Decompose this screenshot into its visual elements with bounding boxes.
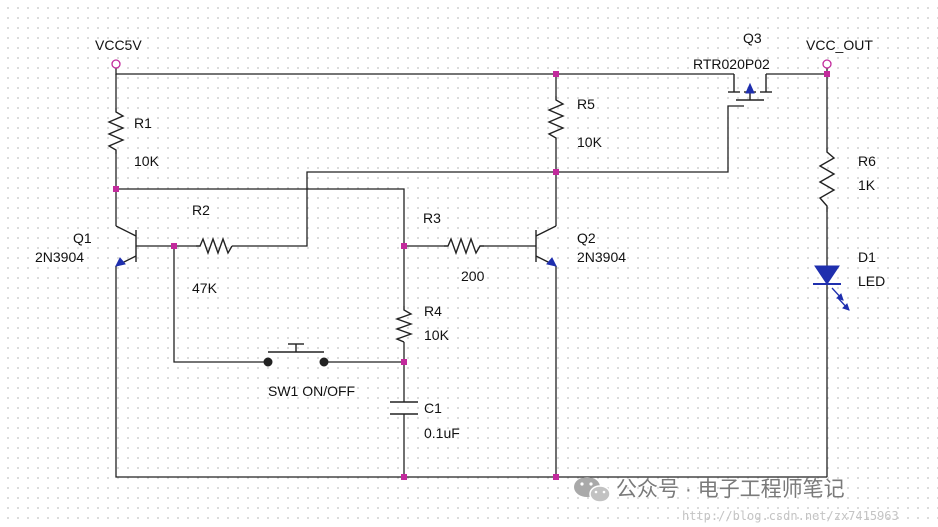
d1-name-label: D1 (858, 249, 876, 265)
sw1-label: SW1 ON/OFF (268, 383, 355, 399)
q3-gate-wire (556, 105, 744, 173)
r6-resistor (818, 148, 836, 212)
q3-part-label: RTR020P02 (693, 56, 770, 72)
r2-value-label: 47K (192, 280, 218, 296)
r2-resistor (196, 236, 233, 256)
ground-rail-wire (115, 266, 827, 478)
r1-value-label: 10K (134, 153, 160, 169)
q3-mosfet (728, 74, 772, 101)
vcc-out-label: VCC_OUT (806, 37, 873, 53)
vcc-out-terminal[interactable] (822, 59, 832, 69)
c1-name-label: C1 (424, 400, 442, 416)
q3-arrow (745, 82, 755, 94)
d1-type-label: LED (858, 273, 885, 289)
r6-value-label: 1K (858, 177, 876, 193)
vcc-out-wire (766, 68, 828, 75)
top-rail-wire (115, 68, 734, 75)
wechat-icon (574, 477, 611, 503)
q1-part-label: 2N3904 (35, 249, 84, 265)
watermark-text: 公众号 · 电子工程师笔记 (616, 478, 845, 501)
q3-name-label: Q3 (743, 30, 762, 46)
junctions (113, 71, 830, 480)
q2-name-label: Q2 (577, 230, 596, 246)
q1-emitter-arrow (115, 257, 126, 267)
q2-emitter-arrow (546, 257, 557, 267)
c1-capacitor (390, 401, 418, 415)
sw1-left-wire (173, 246, 264, 363)
sw1-switch[interactable] (263, 343, 329, 367)
wires (115, 68, 828, 478)
watermark: 公众号 · 电子工程师笔记 http://blog.csdn.net/zx741… (574, 477, 899, 523)
r2-name-label: R2 (192, 202, 210, 218)
component-labels: VCC5V VCC_OUT Q3 RTR020P02 R1 10K R5 10K… (35, 30, 885, 441)
r4-name-label: R4 (424, 303, 442, 319)
r5-name-label: R5 (577, 96, 595, 112)
r1-resistor (107, 108, 125, 154)
r4-value-label: 10K (424, 327, 450, 343)
watermark-url: http://blog.csdn.net/zx7415963 (682, 509, 899, 523)
d1-led (813, 265, 850, 311)
q1-name-label: Q1 (73, 230, 92, 246)
r5-resistor (547, 96, 565, 140)
r3-value-label: 200 (461, 268, 485, 284)
q2-part-label: 2N3904 (577, 249, 626, 265)
q1-collector-to-r3-wire (116, 188, 405, 246)
r1-name-label: R1 (134, 115, 152, 131)
c1-value-label: 0.1uF (424, 425, 460, 441)
vcc5v-terminal[interactable] (111, 59, 121, 69)
q1-transistor (115, 225, 137, 267)
vcc5v-label: VCC5V (95, 37, 142, 53)
r4-resistor (394, 306, 414, 343)
r6-name-label: R6 (858, 153, 876, 169)
r3-name-label: R3 (423, 210, 441, 226)
r3-resistor (444, 236, 484, 256)
r5-value-label: 10K (577, 134, 603, 150)
r2-to-q2-collector-wire (232, 171, 556, 247)
q2-transistor (535, 225, 557, 267)
